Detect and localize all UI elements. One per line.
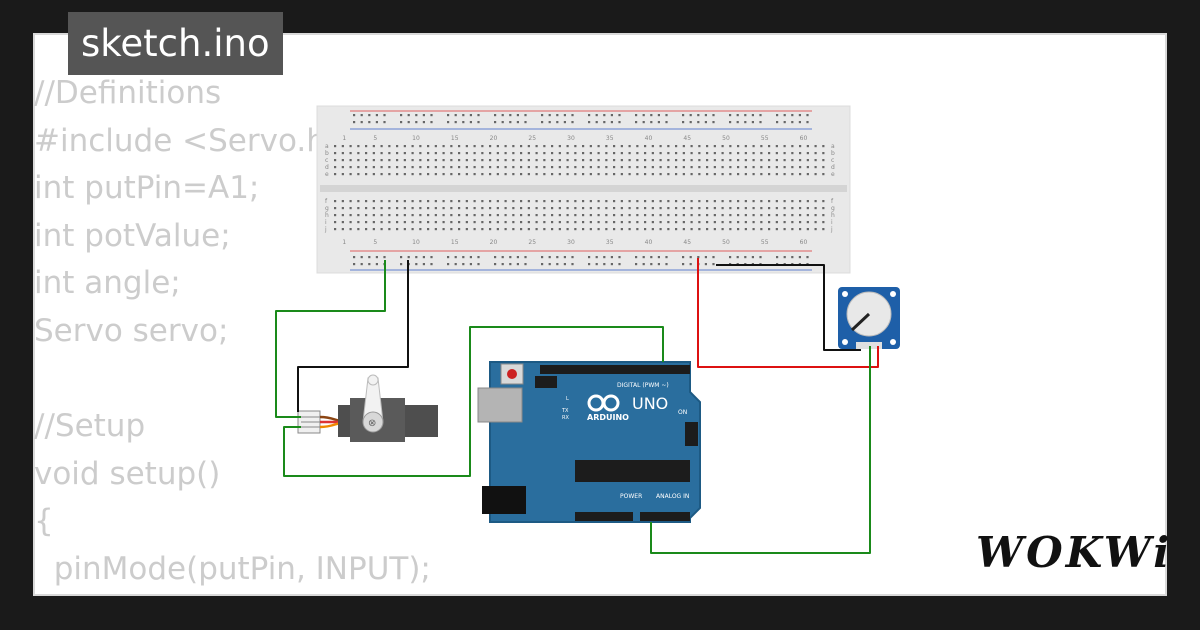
code-line: int potValue; (34, 217, 231, 254)
code-line: Servo servo; (34, 312, 229, 349)
code-line: pinMode(putPin, INPUT); (34, 550, 431, 587)
code-line: { (34, 503, 54, 540)
code-line: void setup() (34, 455, 221, 492)
code-line: //Setup (34, 408, 146, 445)
filename-tab[interactable]: sketch.ino (68, 12, 283, 75)
code-line: //Definitions (34, 75, 222, 111)
wokwi-logo: WOKWi (976, 528, 1173, 577)
code-line: int angle; (34, 265, 181, 302)
code-line: #include <Servo.h> (34, 122, 352, 159)
code-listing: //Definitions #include <Servo.h> int putPi… (34, 70, 431, 594)
code-line (34, 356, 431, 404)
code-line: int putPin=A1; (34, 170, 260, 207)
